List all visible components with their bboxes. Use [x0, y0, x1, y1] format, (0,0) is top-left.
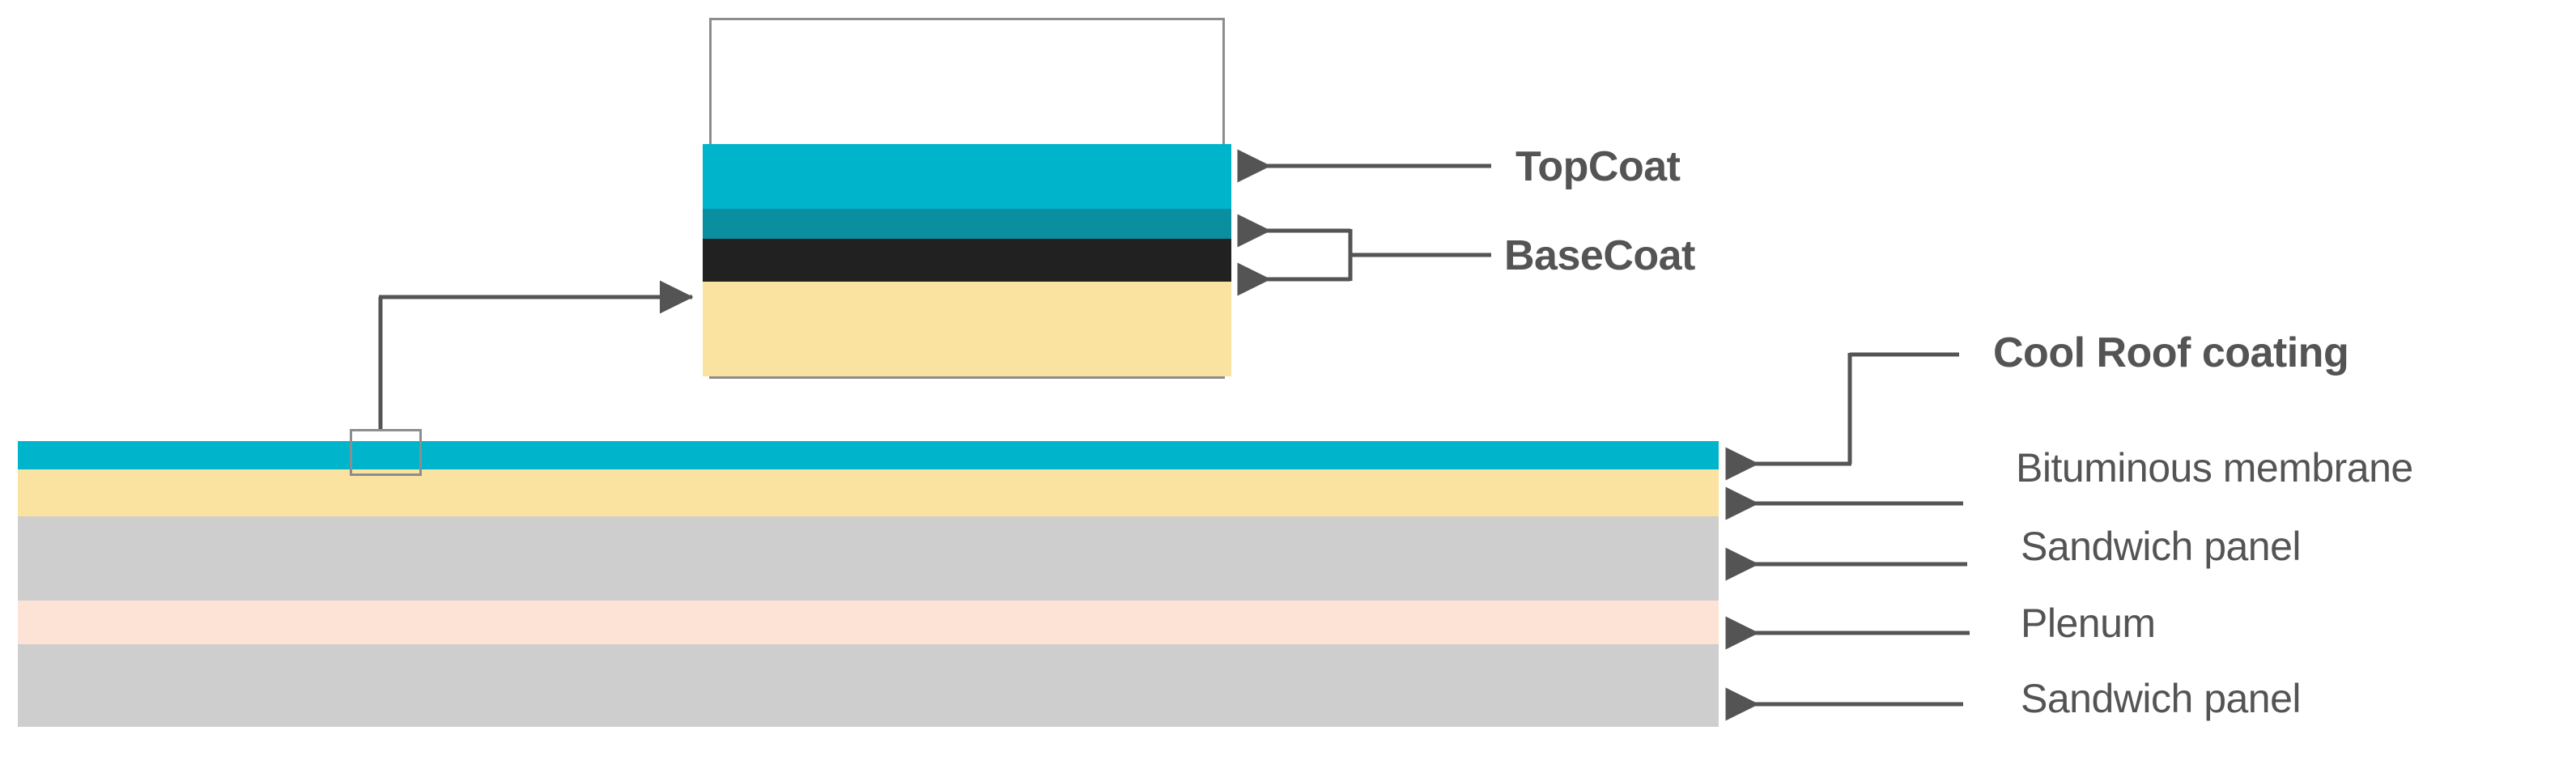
detail-layer-top-coat	[703, 144, 1231, 209]
label-base-coat: BaseCoat	[1504, 232, 1695, 279]
label-sandwich-panel-upper: Sandwich panel	[2021, 524, 2302, 569]
roof-layer-sandwich-panel-upper	[18, 516, 1719, 601]
detail-layer-base-coat	[703, 209, 1231, 239]
label-sandwich-panel-lower: Sandwich panel	[2021, 676, 2302, 721]
roof-layer-plenum	[18, 601, 1719, 644]
roof-layer-sandwich-panel-lower	[18, 644, 1719, 727]
callout-source-rectangle	[350, 429, 422, 476]
label-bituminous-membrane: Bituminous membrane	[2016, 445, 2413, 490]
detail-layer-membrane	[703, 282, 1231, 376]
label-cool-roof-coating: Cool Roof coating	[1993, 329, 2349, 376]
label-top-coat: TopCoat	[1515, 143, 1681, 190]
roof-layer-cool-roof-coating	[18, 441, 1719, 469]
label-plenum: Plenum	[2021, 601, 2156, 646]
roof-layer-bituminous-membrane	[18, 469, 1719, 516]
detail-layer-bitumen	[703, 239, 1231, 282]
